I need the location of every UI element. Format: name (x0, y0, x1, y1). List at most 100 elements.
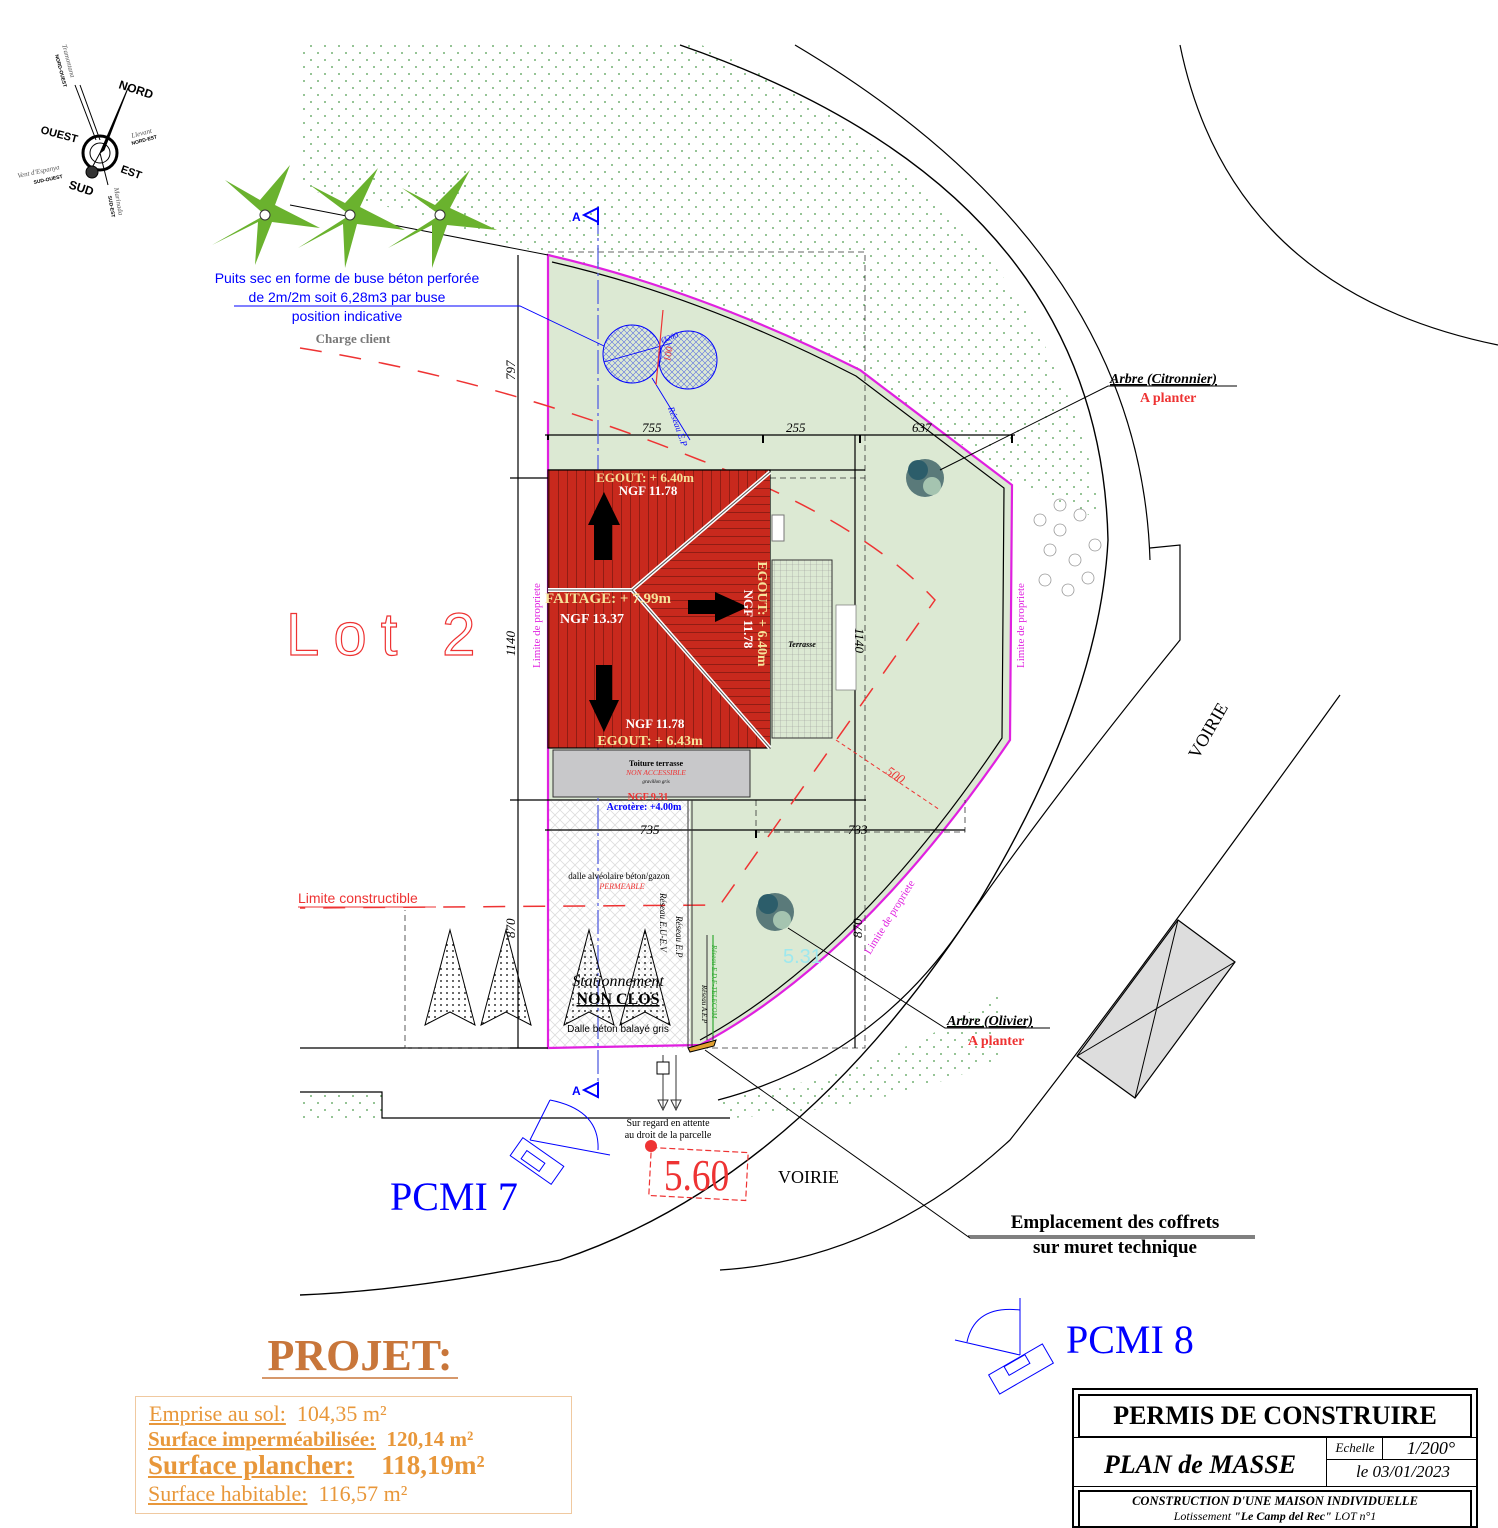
impermeable-value: 120,14 m² (386, 1427, 474, 1451)
date-value: le 03/01/2023 (1356, 1462, 1450, 1481)
lotissement-prefix: Lotissement (1173, 1509, 1235, 1523)
lotissement-label: Lotissement "Le Camp del Rec" LOT n°1 (1080, 1509, 1470, 1524)
neighbor-building (1076, 919, 1236, 1099)
dalle-beton-label: Dalle béton balayé gris (567, 1024, 669, 1035)
slope-arrow-right (688, 592, 748, 622)
property-boundary (546, 253, 1014, 1050)
emprise-value: 104,35 m² (296, 1401, 387, 1426)
limite-constructible-line (299, 347, 936, 909)
projet-title: PROJET: (268, 1331, 453, 1380)
diam-line (655, 309, 664, 386)
puits-circle-2 (658, 330, 718, 390)
egout-bottom: EGOUT: + 6.43m (597, 734, 703, 749)
dim-735: 735 (640, 822, 660, 837)
acrotere-label: Acrotère: +4.00m (607, 802, 682, 813)
elevation-box (648, 1146, 749, 1202)
faitage-label: FAITAGE: + 7.99m (545, 591, 671, 607)
dim-870-left: 870 (503, 918, 518, 938)
slope-arrow-up (588, 492, 620, 560)
reseau-euev-label: Réseau E.U-E.V (658, 892, 668, 953)
impermeable-label: Surface imperméabilisée: (148, 1427, 377, 1451)
arbre-olivier-action: A planter (968, 1034, 1024, 1049)
dim-733: 733 (848, 822, 868, 837)
ngf-right: NGF 11.78 (741, 590, 756, 649)
ngf-top: NGF 11.78 (619, 483, 678, 498)
compass-ouest: OUEST (39, 124, 79, 145)
reseau-edf-label: Réseau E.D.F-TELECOM (710, 944, 718, 1019)
coffrets-label-1: Emplacement des coffrets (1011, 1212, 1220, 1233)
section-marker-bottom (581, 1081, 599, 1099)
construction-label: CONSTRUCTION D'UNE MAISON INDIVIDUELLE (1132, 1494, 1418, 1508)
limite-propriete-right: Limite de propriete (1015, 583, 1027, 668)
plancher-row: Surface plancher: 118,19m² (148, 1450, 485, 1481)
gravillon-label: gravillon gris (642, 780, 669, 785)
flat-roof (552, 749, 751, 798)
terrace (771, 559, 833, 739)
elevation-small: 5.31 (783, 946, 822, 968)
emprise-label: Emprise au sol: (149, 1401, 286, 1426)
pcmi8-label: PCMI 8 (1066, 1317, 1194, 1362)
coffrets-label-2: sur muret technique (1033, 1237, 1197, 1258)
dim-870-right: 870 (850, 918, 865, 938)
boundary-wall (551, 261, 1005, 1041)
camera-pcmi7-icon (509, 1099, 611, 1186)
permis-title: PERMIS DE CONSTRUIRE (1078, 1394, 1472, 1438)
roundabout-arc (1179, 44, 1498, 346)
dim-1140-left: 1140 (503, 630, 518, 656)
dim-100: 100 (662, 346, 675, 363)
project-summary: Emprise au sol: 104,35 m² Surface imperm… (135, 1396, 572, 1514)
ngf-faitage: NGF 13.37 (560, 612, 624, 627)
arbre-citronnier-label: Arbre (Citronnier) (1109, 372, 1217, 387)
dim-1140-right: 1140 (852, 628, 867, 654)
egout-right: EGOUT: + 6.40m (754, 561, 769, 667)
scale-value: 1/200° (1406, 1438, 1456, 1458)
puits-label-3: position indicative (292, 308, 403, 324)
elevation-point (645, 1140, 657, 1152)
section-marker-top (581, 206, 599, 225)
arbre-citronnier-action: A planter (1140, 391, 1196, 406)
habitable-row: Surface habitable: 116,57 m² (148, 1481, 407, 1507)
puits-leader (234, 305, 691, 441)
network-lines (657, 800, 714, 1112)
permeable-label: PERMEABLE (598, 882, 644, 891)
elevation-value: 5.60 (664, 1151, 729, 1199)
compass-sud: SUD (67, 178, 96, 199)
reseau-aep-label: Réseau A.E.P (700, 984, 708, 1024)
habitable-label: Surface habitable: (148, 1481, 308, 1506)
plancher-value: 118,19m² (381, 1450, 485, 1480)
terrace-steps (835, 604, 857, 691)
parking-trees (424, 928, 671, 1026)
vegetation-area (300, 40, 1100, 520)
road-edge-inner2 (717, 544, 1181, 1101)
compass-rose-icon (74, 84, 129, 186)
egout-top: EGOUT: + 6.40m (596, 470, 694, 485)
terrasse-label: Terrasse (788, 640, 816, 649)
project-description: CONSTRUCTION D'UNE MAISON INDIVIDUELLE L… (1078, 1490, 1472, 1528)
bush-cluster (1033, 498, 1102, 597)
pcmi7-label: PCMI 7 (390, 1174, 518, 1219)
emprise-row: Emprise au sol: 104,35 m² (149, 1401, 387, 1427)
slope-arrow-down (589, 665, 619, 732)
technical-wall (687, 1039, 717, 1053)
impermeable-row: Surface imperméabilisée: 120,14 m² (148, 1427, 473, 1452)
compass-est: EST (119, 164, 143, 183)
echelle-label: Echelle (1335, 1440, 1375, 1455)
limite-constructible-label: Limite constructible (298, 890, 418, 906)
plancher-label: Surface plancher: (148, 1450, 355, 1480)
section-a-top: A (572, 210, 581, 224)
dim-797: 797 (503, 360, 518, 380)
limite-propriete-left: Limite de propriete (531, 583, 543, 668)
manhole (656, 1061, 670, 1075)
dim-755: 755 (642, 420, 662, 435)
dim-637: 637 (912, 420, 932, 435)
road-edge-inner (794, 44, 1151, 561)
road-edge-right (719, 694, 1341, 1271)
camera-pcmi8-icon (954, 1298, 1055, 1395)
tree-leaders (704, 385, 1255, 1239)
non-clos-label: NON CLOS (576, 991, 659, 1008)
compass-sud-est: SUD-EST (106, 195, 116, 218)
puits-label-1: Puits sec en forme de buse béton perforé… (215, 270, 480, 286)
toiture-terrasse-label: Toiture terrasse (629, 759, 683, 768)
charge-client-label: Charge client (316, 331, 391, 346)
